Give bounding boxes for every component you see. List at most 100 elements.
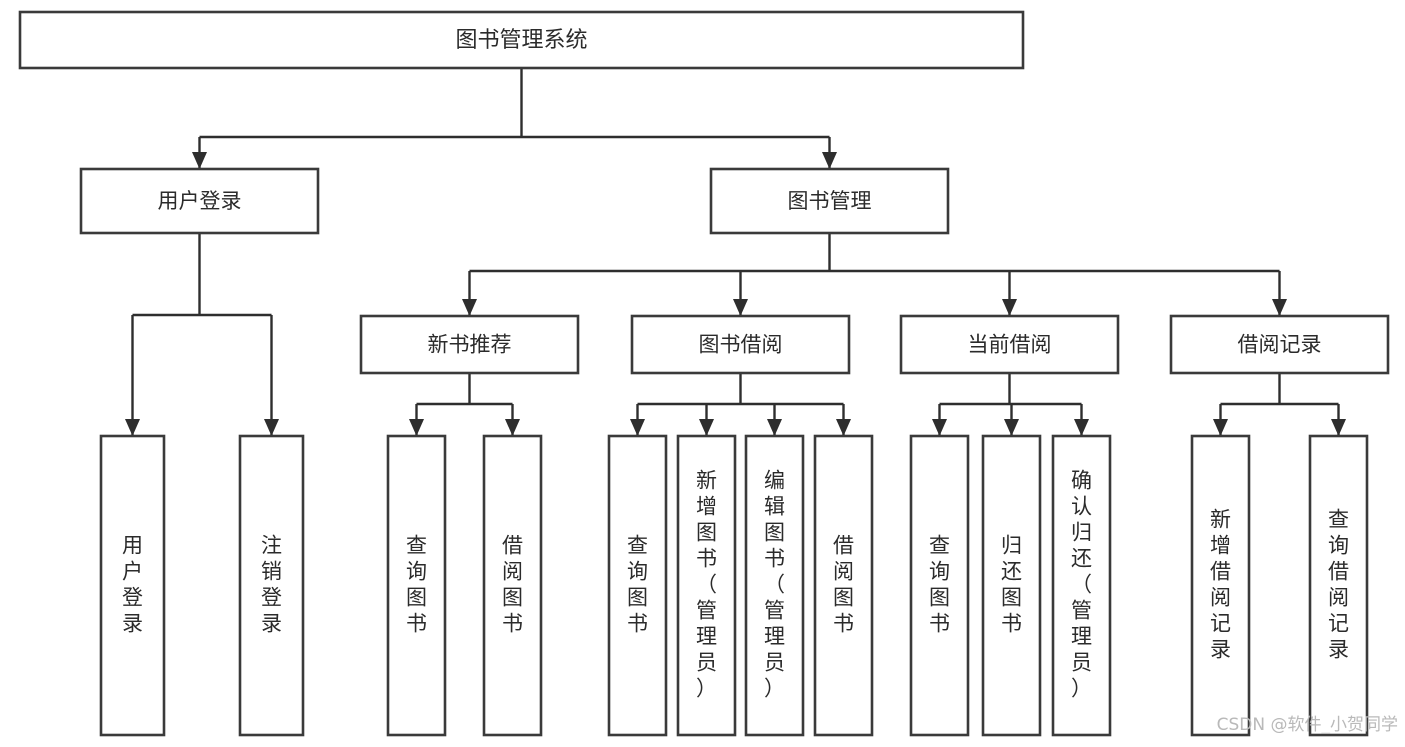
node-leaf-confirm-return-admin[interactable]: 确认归还（管理员） xyxy=(1051,434,1112,737)
csdn-watermark: CSDN @软件_小贺同学 xyxy=(1217,715,1398,735)
node-label-leaf-return-book: 归还图书 xyxy=(1001,534,1022,636)
label-char: ） xyxy=(696,677,717,701)
node-box-book-borrow xyxy=(630,314,851,375)
label-char: 图 xyxy=(627,586,648,610)
label-char: 员 xyxy=(696,651,717,675)
label-char: 管 xyxy=(1071,599,1092,623)
connector-arrowhead xyxy=(1002,299,1017,316)
connector-arrowhead xyxy=(125,419,140,436)
label-char: 销 xyxy=(261,560,282,584)
label-char: 记 xyxy=(1210,612,1231,636)
node-box-leaf-confirm-return-admin xyxy=(1051,434,1112,737)
label-char: 登 xyxy=(122,586,143,610)
node-box-leaf-query-book-current xyxy=(909,434,970,737)
label-char: 书 xyxy=(502,612,523,636)
connector-arrowhead xyxy=(733,299,748,316)
label-char: 借 xyxy=(833,534,854,558)
node-leaf-query-book-borrow[interactable]: 查询图书 xyxy=(607,434,668,737)
label-char: ） xyxy=(764,677,785,701)
label-char: 员 xyxy=(764,651,785,675)
node-book-borrow[interactable]: 图书借阅 xyxy=(630,314,851,375)
connector-arrowhead xyxy=(409,419,424,436)
connector-arrowhead xyxy=(462,299,477,316)
label-char: 图 xyxy=(502,586,523,610)
node-new-book-recommend[interactable]: 新书推荐 xyxy=(359,314,580,375)
connector-arrowhead xyxy=(505,419,520,436)
connector-arrowhead xyxy=(1213,419,1228,436)
label-char: 记 xyxy=(1328,612,1349,636)
label-char: 图 xyxy=(1001,586,1022,610)
label-char: 增 xyxy=(1210,534,1231,558)
node-current-borrow[interactable]: 当前借阅 xyxy=(899,314,1120,375)
node-leaf-borrow-book-recommend[interactable]: 借阅图书 xyxy=(482,434,543,737)
label-char: 书 xyxy=(406,612,427,636)
connector-arrowhead xyxy=(767,419,782,436)
label-char: 借 xyxy=(1328,560,1349,584)
label-char: 录 xyxy=(261,612,282,636)
label-char: 辑 xyxy=(764,495,785,519)
node-book-management[interactable]: 图书管理 xyxy=(709,167,950,235)
label-char: 询 xyxy=(406,560,427,584)
node-leaf-query-borrow-record[interactable]: 查询借阅记录 xyxy=(1308,434,1369,737)
label-char: 理 xyxy=(1071,625,1092,649)
node-box-root xyxy=(18,10,1025,70)
connector-arrowhead xyxy=(822,152,837,169)
label-char: 书 xyxy=(929,612,950,636)
label-char: 书 xyxy=(696,547,717,571)
node-label-leaf-query-borrow-record: 查询借阅记录 xyxy=(1328,508,1349,662)
node-leaf-add-book-admin[interactable]: 新增图书（管理员） xyxy=(676,434,737,737)
node-leaf-return-book[interactable]: 归还图书 xyxy=(981,434,1042,737)
label-char: 理 xyxy=(764,625,785,649)
node-label-leaf-query-book-recommend: 查询图书 xyxy=(406,534,427,636)
node-box-leaf-query-book-recommend xyxy=(386,434,447,737)
node-box-leaf-query-borrow-record xyxy=(1308,434,1369,737)
node-label-leaf-user-login: 用户登录 xyxy=(122,534,143,636)
label-char: 增 xyxy=(696,495,717,519)
connector-arrowhead xyxy=(699,419,714,436)
connector-arrowhead xyxy=(630,419,645,436)
label-char: 阅 xyxy=(1328,586,1349,610)
label-char: 确 xyxy=(1071,469,1092,493)
node-user-login[interactable]: 用户登录 xyxy=(79,167,320,235)
node-leaf-add-borrow-record[interactable]: 新增借阅记录 xyxy=(1190,434,1251,737)
label-char: ） xyxy=(1071,677,1092,701)
label-char: 书 xyxy=(764,547,785,571)
node-box-book-management xyxy=(709,167,950,235)
node-box-leaf-add-book-admin xyxy=(676,434,737,737)
connector-arrowhead xyxy=(1074,419,1089,436)
label-char: 注 xyxy=(261,534,282,558)
label-char: 书 xyxy=(1001,612,1022,636)
connector-arrowhead xyxy=(1004,419,1019,436)
label-char: 借 xyxy=(1210,560,1231,584)
label-char: 询 xyxy=(627,560,648,584)
label-char: 还 xyxy=(1001,560,1022,584)
node-leaf-borrow-book[interactable]: 借阅图书 xyxy=(813,434,874,737)
connector-group xyxy=(125,68,1346,436)
label-char: 书 xyxy=(833,612,854,636)
node-root[interactable]: 图书管理系统 xyxy=(18,10,1025,70)
connector-arrowhead xyxy=(1331,419,1346,436)
label-char: 新 xyxy=(696,469,717,493)
node-leaf-edit-book-admin[interactable]: 编辑图书（管理员） xyxy=(744,434,805,737)
connector-arrowhead xyxy=(264,419,279,436)
label-char: 用 xyxy=(122,534,143,558)
node-leaf-user-login[interactable]: 用户登录 xyxy=(99,434,166,737)
label-char: 查 xyxy=(406,534,427,558)
label-char: 录 xyxy=(122,612,143,636)
label-char: 还 xyxy=(1071,547,1092,571)
node-borrow-record[interactable]: 借阅记录 xyxy=(1169,314,1390,375)
node-leaf-query-book-recommend[interactable]: 查询图书 xyxy=(386,434,447,737)
node-label-leaf-borrow-book-recommend: 借阅图书 xyxy=(502,534,523,636)
node-label-current-borrow: 当前借阅 xyxy=(968,333,1052,357)
node-leaf-query-book-current[interactable]: 查询图书 xyxy=(909,434,970,737)
node-leaf-logout-login[interactable]: 注销登录 xyxy=(238,434,305,737)
label-char: 录 xyxy=(1328,638,1349,662)
connector-arrowhead xyxy=(932,419,947,436)
node-box-user-login xyxy=(79,167,320,235)
label-char: 查 xyxy=(929,534,950,558)
label-char: 编 xyxy=(764,469,785,493)
node-box-borrow-record xyxy=(1169,314,1390,375)
label-char: 借 xyxy=(502,534,523,558)
